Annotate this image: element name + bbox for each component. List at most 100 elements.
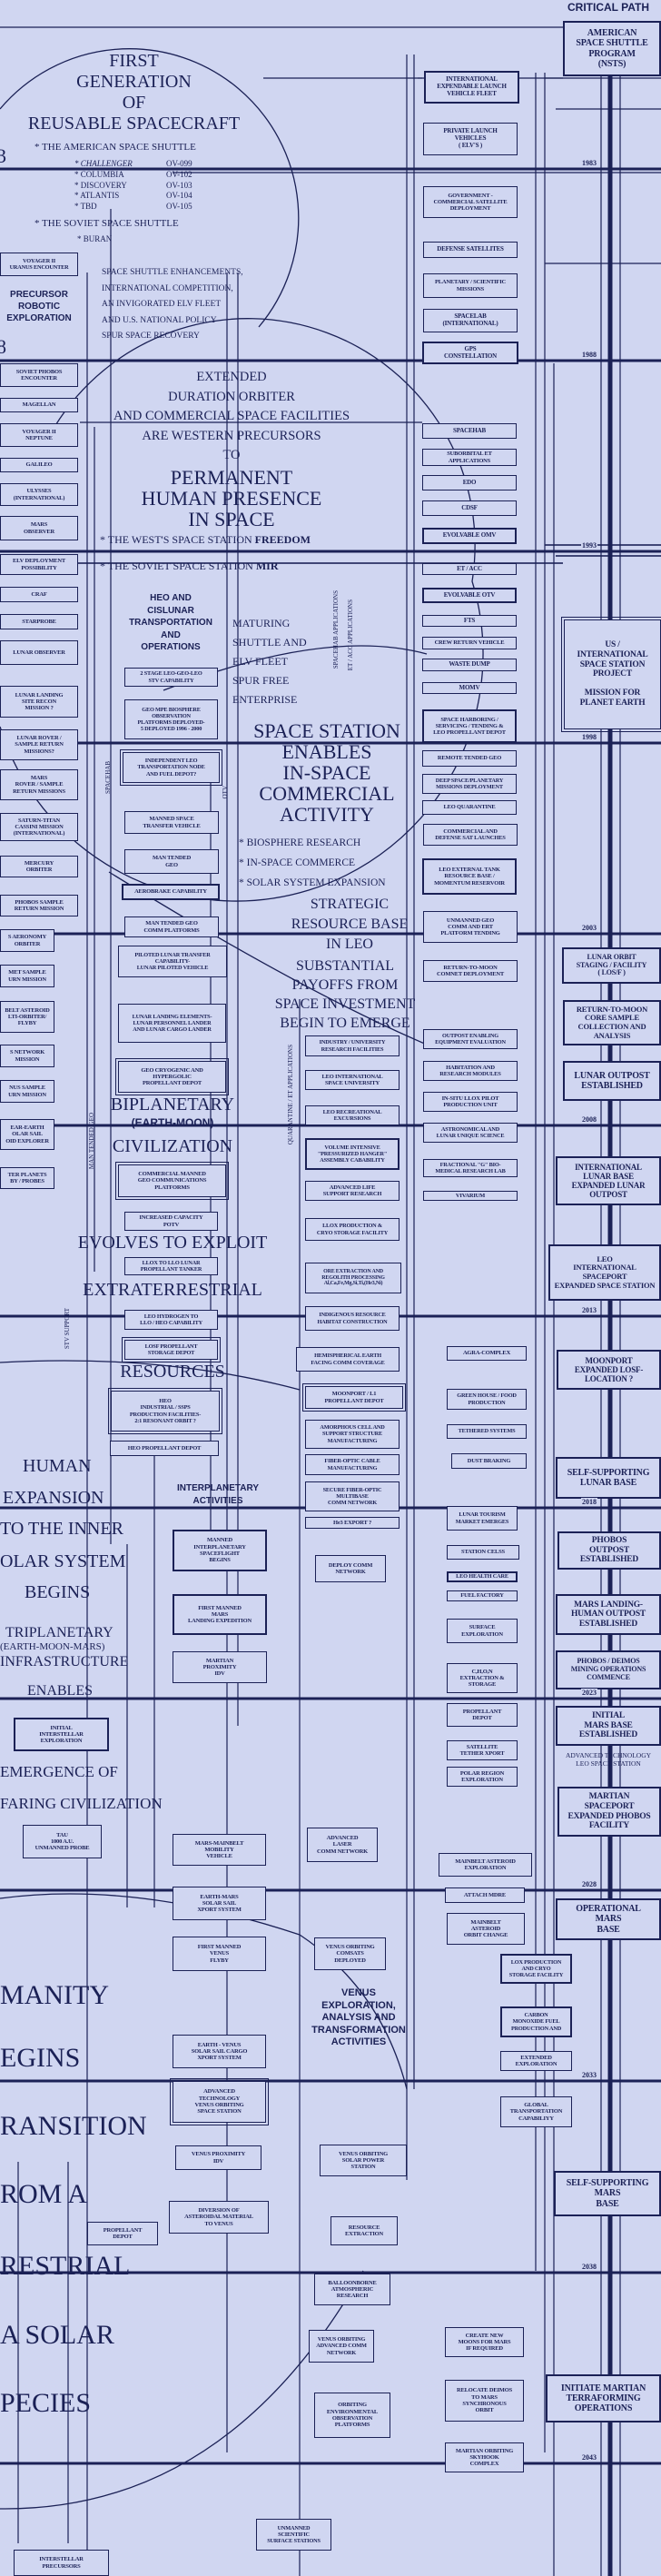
node-label: ASTRONOMICAL AND LUNAR UNIQUE SCIENCE — [436, 1125, 505, 1139]
annotation-ransition: RANSITION — [0, 2111, 147, 2141]
node-label: LUNAR OBSERVER — [13, 649, 65, 656]
node-label: ADVANCED LASER COMM NETWORK — [317, 1835, 368, 1855]
node-mercury: MERCURY ORBITER — [0, 856, 78, 877]
node-mars-observer: MARS OBSERVER — [0, 516, 78, 540]
node-label: DEPLOY COMM NETWORK — [328, 1561, 373, 1575]
node-label: AMERICAN SPACE SHUTTLE PROGRAM (NSTS) — [576, 28, 648, 69]
node-label: ORBITING ENVIRONMENTAL OBSERVATION PLATF… — [326, 2402, 379, 2429]
node-label: STARPROBE — [22, 618, 56, 625]
node-cp-outpost: LUNAR OUTPOST ESTABLISHED — [563, 1061, 661, 1101]
node-industry-univ: INDUSTRY / UNIVERSITY RESEARCH FACILITIE… — [305, 1035, 400, 1056]
station-bullet-text: * THE SOVIET SPACE STATION — [100, 560, 256, 572]
node-lunar-rover: LUNAR ROVER / SAMPLE RETURN MISSIONS? — [0, 729, 78, 760]
node-fuel: FUEL FACTORY — [447, 1590, 518, 1601]
node-magellan: MAGELLAN — [0, 398, 78, 412]
node-comnet: RETURN-TO-MOON COMNET DEPLOYMENT — [423, 960, 518, 982]
annotation-egins: EGINS — [0, 2043, 81, 2073]
node-new-moons: CREATE NEW MOONS FOR MARS IF REQUIRED — [445, 2327, 524, 2357]
node-mainbelt-vehicle: MARS-MAINBELT MOBILITY VEHICLE — [173, 1834, 266, 1866]
node-label: HEMISPHERICAL EARTH FACING COMM COVERAGE — [311, 1352, 385, 1366]
node-label: IN-SITU LLOX PILOT PRODUCTION UNIT — [441, 1095, 499, 1108]
node-label: EXTENDED EXPLORATION — [515, 2054, 557, 2067]
node-momv: MOMV — [422, 682, 517, 694]
node-label: AEROBRAKE CAPABILITY — [134, 888, 207, 896]
node-label: PILOTED LUNAR TRANSFER CAPABILITY- LUNAR… — [134, 951, 211, 972]
node-label: VENUS ORBITING SOLAR POWER STATION — [338, 2150, 389, 2171]
node-label: COMMERCIAL AND DEFENSE SAT LAUNCHES — [435, 827, 506, 841]
annotation-biplanetary: BIPLANETARY — [110, 1095, 235, 1115]
node-label: INDIGENOUS RESOURCE HABITAT CONSTRUCTION — [317, 1312, 388, 1325]
annotation-venus: VENUS EXPLORATION, ANALYSIS AND TRANSFOR… — [311, 1987, 406, 2047]
node-label: MET SAMPLE URN MISSION — [8, 969, 46, 983]
node-label: INDEPENDENT LEO TRANSPORTATION NODE AND … — [137, 758, 205, 778]
node-label: VIVARIUM — [455, 1192, 486, 1199]
node-leo-hydrogen: LEO HYDROGEN TO LLO / HEO CAPABILITY — [124, 1310, 218, 1330]
annotation-pecies: PECIES — [0, 2388, 92, 2418]
node-label: DEEP SPACE/PLANETARY MISSIONS DEPLOYMENT — [435, 777, 504, 790]
node-label: MAINBELT ASTEROID ORBIT CHANGE — [463, 1918, 508, 1939]
node-venus-idv: VENUS PROXIMITY IDV — [175, 2145, 261, 2170]
node-mainbelt-expl: MAINBELT ASTEROID EXPLORATION — [439, 1853, 532, 1877]
node-private-lv: PRIVATE LAUNCH VEHICLES ( ELV'S ) — [423, 123, 518, 155]
orbiter-code: OV-104 — [166, 191, 192, 201]
annotation-earth-moon: (EARTH-MOON) — [131, 1116, 214, 1129]
node-gps: GPS CONSTELLATION — [422, 342, 518, 364]
annotation-permanent: PERMANENT HUMAN PRESENCE IN SPACE — [141, 466, 322, 530]
node-label: PLANETARY / SCIENTIFIC MISSIONS — [434, 279, 507, 292]
node-label: SELF-SUPPORTING MARS BASE — [566, 2178, 649, 2209]
year-label: 2003 — [581, 924, 597, 932]
orbiter-name: * COLUMBIA — [74, 169, 124, 179]
node-ev-sail: EARTH - VENUS SOLAR SAIL CARGO XPORT SYS… — [173, 2035, 266, 2068]
node-heo-ind: HEO INDUSTRIAL / SSPS PRODUCTION FACILIT… — [108, 1388, 222, 1434]
annotation-begins: BEGINS — [25, 1582, 91, 1602]
annotation-precursor: PRECURSOR ROBOTIC EXPLORATION — [6, 290, 72, 323]
node-label: MAN TENDED GEO COMM PLATFORMS — [143, 920, 200, 934]
node-cp-sslb: SELF-SUPPORTING LUNAR BASE — [556, 1457, 661, 1499]
node-label: LUNAR LANDING SITE RECON MISSION ? — [15, 691, 64, 712]
node-llox-prod: LLOX PRODUCTION & CRYO STORAGE FACILITY — [305, 1218, 400, 1241]
node-label: BALLOONBORNE ATMOSPHERIC RESEARCH — [328, 2279, 377, 2300]
node-label: INTERNATIONAL LUNAR BASE EXPANDED LUNAR … — [571, 1162, 646, 1200]
node-initial-interstellar: INITIAL INTERSTELLAR EXPLORATION — [14, 1718, 109, 1751]
node-cp-mining: PHOBOS / DEIMOS MINING OPERATIONS COMMEN… — [556, 1650, 661, 1689]
node-fractional: FRACTIONAL "G" BIO- MEDICAL RESEARCH LAB — [423, 1159, 518, 1177]
node-label: INTERSTELLAR PRECURSORS — [39, 2556, 84, 2570]
year-label: 2028 — [581, 1880, 597, 1888]
node-recreational: LEO RECREATIONAL EXCURSIONS — [305, 1105, 400, 1125]
node-label: MOMV — [459, 683, 480, 691]
node-label: MARTIAN PROXIMITY IDV — [202, 1657, 237, 1678]
node-agra: AGRA-COMPLEX — [447, 1346, 527, 1361]
node-label: LEO INTERNATIONAL SPACEPORT EXPANDED SPA… — [554, 1253, 656, 1290]
node-label: S NETWORK MISSION — [9, 1049, 45, 1063]
node-voyager-uranus: VOYAGER II URANUS ENCOUNTER — [0, 253, 78, 276]
vertical-label-etacc-apps: ET / ACC APPLICATIONS — [347, 599, 354, 671]
vertical-label-quarantine: QUARANTINE / ET APPLICATIONS — [287, 1045, 294, 1145]
node-label: LEO RECREATIONAL EXCURSIONS — [322, 1108, 382, 1122]
node-cp-phobos: PHOBOS OUTPOST ESTABLISHED — [557, 1531, 661, 1570]
node-label: MARS LANDING- HUMAN OUTPOST ESTABLISHED — [570, 1600, 646, 1629]
orbiter-code: OV-105 — [166, 202, 192, 212]
node-label: LEO EXTERNAL TANK RESOURCE BASE / MOMENT… — [434, 867, 505, 887]
node-label: CDSF — [461, 503, 478, 511]
node-label: VENUS PROXIMITY IDV — [191, 2151, 246, 2165]
node-defense-sat: DEFENSE SATELLITES — [423, 242, 518, 258]
node-label: LUNAR ORBIT STAGING / FACILITY ( LOS/F ) — [576, 952, 647, 977]
annotation-heo: HEO AND CISLUNAR TRANSPORTATION AND OPER… — [129, 593, 212, 652]
node-label: MAINBELT ASTEROID EXPLORATION — [455, 1858, 516, 1871]
node-label: NUS SAMPLE URN MISSION — [8, 1085, 46, 1098]
node-geo-cryo: GEO CRYOGENIC AND HYPERGOLIC PROPELLANT … — [115, 1058, 229, 1095]
arc-resources — [0, 1360, 301, 1391]
node-starprobe: STARPROBE — [0, 614, 78, 629]
node-deep-space: DEEP SPACE/PLANETARY MISSIONS DEPLOYMENT — [422, 774, 517, 794]
node-chon: C,H,O,N EXTRACTION & STORAGE — [447, 1663, 518, 1693]
node-label: HEO INDUSTRIAL / SSPS PRODUCTION FACILIT… — [129, 1398, 202, 1424]
node-label: 2 STAGE LEO-GEO-LEO STV CAPABILITY — [140, 670, 202, 684]
node-tourism: LUNAR TOURISM MARKET EMERGES — [447, 1506, 518, 1531]
node-label: LUNAR OUTPOST ESTABLISHED — [574, 1070, 650, 1091]
node-cassini: SATURN-TITAN CASSINI MISSION (INTERNATIO… — [0, 813, 78, 841]
node-gov-sat: GOVERNMENT - COMMERCIAL SATELLITE DEPLOY… — [423, 186, 518, 218]
node-label: US / INTERNATIONAL SPACE STATION PROJECT… — [577, 640, 648, 708]
node-label: FRACTIONAL "G" BIO- MEDICAL RESEARCH LAB — [435, 1161, 506, 1174]
node-lunar-observer: LUNAR OBSERVER — [0, 640, 78, 665]
